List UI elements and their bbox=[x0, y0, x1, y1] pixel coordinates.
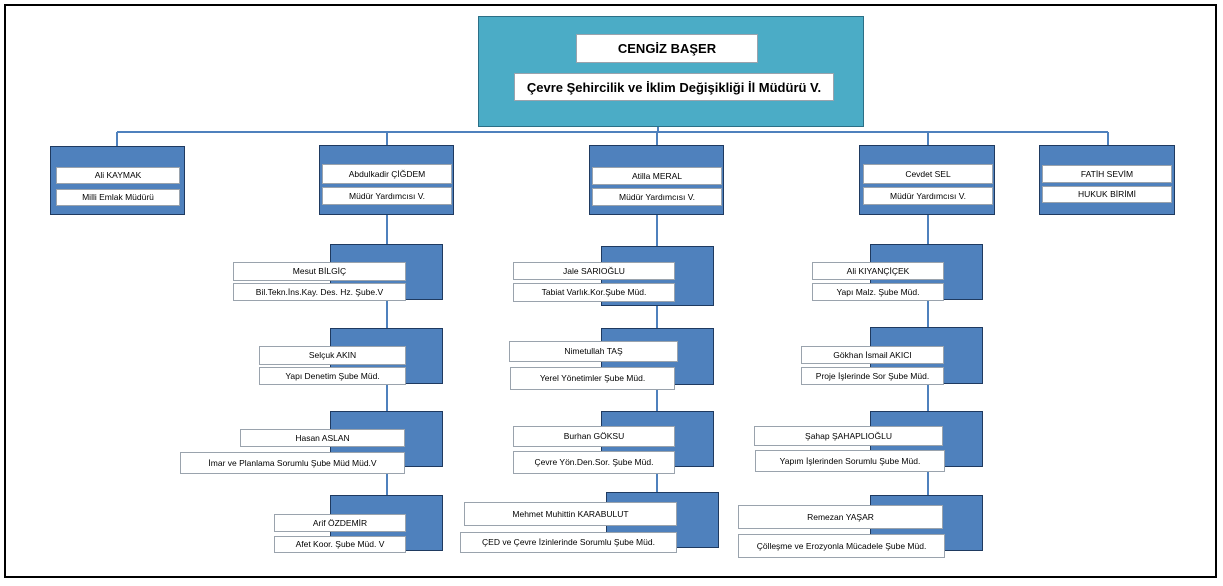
unit-name-sevim: FATİH SEVİM bbox=[1042, 165, 1172, 183]
branch-title-bilgic: Bil.Tekn.İns.Kay. Des. Hz. Şube.V bbox=[233, 283, 406, 301]
unit-title-cigdem: Müdür Yardımcısı V. bbox=[322, 187, 452, 205]
unit-title-sevim: HUKUK BİRİMİ bbox=[1042, 186, 1172, 203]
unit-title-sel: Müdür Yardımcısı V. bbox=[863, 187, 993, 205]
branch-name-tas: Nimetullah TAŞ bbox=[509, 341, 678, 362]
branch-name-sahaplioglu: Şahap ŞAHAPLIOĞLU bbox=[754, 426, 943, 446]
branch-title-ozdemir: Afet Koor. Şube Müd. V bbox=[274, 536, 406, 553]
branch-title-tas: Yerel Yönetimler Şube Müd. bbox=[510, 367, 675, 390]
director-box bbox=[478, 16, 864, 127]
branch-name-bilgic: Mesut BİLGİÇ bbox=[233, 262, 406, 281]
branch-title-sarioglu: Tabiat Varlık.Kor.Şube Müd. bbox=[513, 283, 675, 302]
diagram-frame bbox=[4, 4, 1217, 578]
branch-name-aslan: Hasan ASLAN bbox=[240, 429, 405, 447]
branch-name-karabulut: Mehmet Muhittin KARABULUT bbox=[464, 502, 677, 526]
director-name: CENGİZ BAŞER bbox=[576, 34, 758, 63]
branch-name-kiyancicek: Ali KIYANÇİÇEK bbox=[812, 262, 944, 280]
branch-name-akin: Selçuk AKIN bbox=[259, 346, 406, 365]
unit-name-cigdem: Abdulkadir ÇİĞDEM bbox=[322, 164, 452, 184]
branch-title-yasar: Çölleşme ve Erozyonla Mücadele Şube Müd. bbox=[738, 534, 945, 558]
branch-name-yasar: Remezan YAŞAR bbox=[738, 505, 943, 529]
branch-name-akici: Gökhan İsmail AKICI bbox=[801, 346, 944, 364]
branch-name-sarioglu: Jale SARIOĞLU bbox=[513, 262, 675, 280]
branch-title-aslan: İmar ve Planlama Sorumlu Şube Müd Müd.V bbox=[180, 452, 405, 474]
unit-name-meral: Atilla MERAL bbox=[592, 167, 722, 185]
branch-name-goksu: Burhan GÖKSU bbox=[513, 426, 675, 447]
branch-name-ozdemir: Arif ÖZDEMİR bbox=[274, 514, 406, 532]
unit-name-sel: Cevdet SEL bbox=[863, 164, 993, 184]
unit-title-meral: Müdür Yardımcısı V. bbox=[592, 188, 722, 206]
director-title: Çevre Şehircilik ve İklim Değişikliği İl… bbox=[514, 73, 834, 101]
branch-title-akin: Yapı Denetim Şube Müd. bbox=[259, 367, 406, 385]
branch-title-sahaplioglu: Yapım İşlerinden Sorumlu Şube Müd. bbox=[755, 450, 945, 472]
unit-title-kaymak: Milli Emlak Müdürü bbox=[56, 189, 180, 206]
unit-name-kaymak: Ali KAYMAK bbox=[56, 167, 180, 184]
branch-title-goksu: Çevre Yön.Den.Sor. Şube Müd. bbox=[513, 451, 675, 474]
branch-title-kiyancicek: Yapı Malz. Şube Müd. bbox=[812, 283, 944, 301]
branch-title-karabulut: ÇED ve Çevre İzinlerinde Sorumlu Şube Mü… bbox=[460, 532, 677, 553]
branch-title-akici: Proje İşlerinde Sor Şube Müd. bbox=[801, 367, 944, 385]
